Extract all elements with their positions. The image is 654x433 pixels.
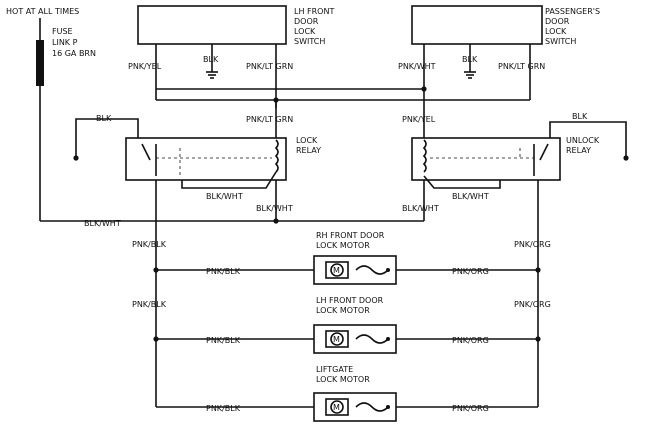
unlock-relay-coil-icon bbox=[422, 139, 427, 173]
motor-1-actuator-icon bbox=[355, 265, 389, 275]
blk-wht-feed-label: BLK/WHT bbox=[84, 219, 121, 228]
feed-splice-lock bbox=[273, 218, 279, 224]
motor-2-left-label: PNK/BLK bbox=[206, 336, 241, 345]
motor-2-symbol: M bbox=[333, 335, 340, 344]
motor-2-box bbox=[313, 324, 397, 354]
lock-relay-input-label: PNK/LT GRN bbox=[246, 115, 293, 124]
fuse-link bbox=[36, 40, 44, 86]
lh-front-door-lock-motor: LH FRONT DOOR LOCK MOTOR PNK/BLK PNK/ORG… bbox=[153, 296, 541, 354]
splice-dot-lower bbox=[273, 97, 279, 103]
lock-relay-gnd-wire bbox=[75, 118, 139, 156]
motor-3-motor-icon: M bbox=[325, 398, 349, 416]
lock-relay-box bbox=[125, 137, 287, 181]
unlock-relay-input-label: PNK/YEL bbox=[402, 115, 436, 124]
hot-at-all-times-label: HOT AT ALL TIMES bbox=[6, 7, 79, 16]
lock-relay-inner-label: BLK/WHT bbox=[206, 192, 243, 201]
fuse-label: FUSE bbox=[52, 27, 73, 36]
lock-relay-inner-wire bbox=[181, 171, 277, 189]
motor-3-title-2: LOCK MOTOR bbox=[316, 375, 370, 384]
pass-switch-gnd-label: BLK bbox=[462, 55, 478, 64]
liftgate-lock-motor: LIFTGATE LOCK MOTOR PNK/BLK PNK/ORG M bbox=[156, 365, 538, 422]
motor-1-motor-icon: M bbox=[325, 261, 349, 279]
pass-switch-title-3: LOCK bbox=[545, 27, 567, 36]
unlock-relay-gnd-wire bbox=[549, 121, 627, 156]
lh-switch-title-3: LOCK bbox=[294, 27, 316, 36]
motor-2-motor-icon: M bbox=[325, 330, 349, 348]
passenger-door-lock-switch-box bbox=[411, 5, 543, 45]
motor-3-actuator-icon bbox=[355, 402, 389, 412]
right-bus-label-1: PNK/ORG bbox=[514, 240, 551, 249]
motor-1-title-2: LOCK MOTOR bbox=[316, 241, 370, 250]
lh-switch-wire-grn-label: PNK/LT GRN bbox=[246, 62, 293, 71]
lh-switch-title-4: SWITCH bbox=[294, 37, 325, 46]
motor-2-title-1: LH FRONT DOOR bbox=[316, 296, 384, 305]
motor-3-right-label: PNK/ORG bbox=[452, 404, 489, 413]
rh-front-door-lock-motor: RH FRONT DOOR LOCK MOTOR PNK/BLK PNK/ORG… bbox=[153, 231, 541, 285]
pass-switch-title-2: DOOR bbox=[545, 17, 570, 26]
pass-switch-wire-grn-label: PNK/LT GRN bbox=[498, 62, 545, 71]
motor-2-actuator-icon bbox=[355, 334, 389, 344]
unlock-relay-box bbox=[411, 137, 561, 181]
pass-switch-title-1: PASSENGER'S bbox=[545, 7, 600, 16]
pass-switch-wire-wht-label: PNK/WHT bbox=[398, 62, 436, 71]
motor-1-actuator-dot bbox=[386, 268, 390, 272]
motor-3-box bbox=[313, 392, 397, 422]
motor-1-right-splice bbox=[535, 267, 541, 273]
unlock-relay-title-1: UNLOCK bbox=[566, 136, 600, 145]
motor-2-right-label: PNK/ORG bbox=[452, 336, 489, 345]
lock-relay-gnd-terminal bbox=[73, 155, 79, 161]
motor-2-right-splice bbox=[535, 336, 541, 342]
pass-switch-ground-icon bbox=[464, 71, 476, 79]
unlock-relay-gnd-label: BLK bbox=[572, 112, 588, 121]
motor-1-title-1: RH FRONT DOOR bbox=[316, 231, 385, 240]
motor-3-title-1: LIFTGATE bbox=[316, 365, 353, 374]
unlock-relay-out-label: BLK/WHT bbox=[402, 204, 439, 213]
motor-3-symbol: M bbox=[333, 403, 340, 412]
lh-switch-wire-yel-label: PNK/YEL bbox=[128, 62, 162, 71]
motor-1-box bbox=[313, 255, 397, 285]
fuse-gauge-label: 16 GA BRN bbox=[52, 49, 96, 58]
motor-3-actuator-dot bbox=[386, 405, 390, 409]
left-bus-label-2: PNK/BLK bbox=[132, 300, 167, 309]
pass-switch-title-4: SWITCH bbox=[545, 37, 576, 46]
motor-1-left-splice bbox=[153, 267, 159, 273]
lock-relay-title-1: LOCK bbox=[296, 136, 318, 145]
motor-3-left-label: PNK/BLK bbox=[206, 404, 241, 413]
motor-2-left-splice bbox=[153, 336, 159, 342]
motor-1-left-label: PNK/BLK bbox=[206, 267, 241, 276]
unlock-relay-gnd-terminal bbox=[623, 155, 629, 161]
motor-2-title-2: LOCK MOTOR bbox=[316, 306, 370, 315]
lh-switch-gnd-label: BLK bbox=[203, 55, 219, 64]
unlock-relay-contact-icon bbox=[533, 143, 549, 176]
lh-switch-ground-icon bbox=[206, 71, 218, 79]
motor-2-actuator-dot bbox=[386, 337, 390, 341]
fuse-link-label: LINK P bbox=[52, 38, 78, 47]
unlock-relay-inner-wire bbox=[423, 175, 501, 189]
lh-door-lock-switch-box bbox=[137, 5, 287, 45]
unlock-relay-inner-label: BLK/WHT bbox=[452, 192, 489, 201]
motor-1-right-label: PNK/ORG bbox=[452, 267, 489, 276]
lock-relay-out-label: BLK/WHT bbox=[256, 204, 293, 213]
lock-relay-title-2: RELAY bbox=[296, 146, 321, 155]
lh-switch-title-2: DOOR bbox=[294, 17, 319, 26]
unlock-relay-title-2: RELAY bbox=[566, 146, 591, 155]
lock-relay-coil-icon bbox=[274, 139, 279, 173]
splice-dot-upper bbox=[421, 86, 427, 92]
lh-switch-title-1: LH FRONT bbox=[294, 7, 334, 16]
right-bus-label-2: PNK/ORG bbox=[514, 300, 551, 309]
lock-relay-contact-icon bbox=[141, 143, 157, 176]
motor-1-symbol: M bbox=[333, 266, 340, 275]
left-bus-label-1: PNK/BLK bbox=[132, 240, 167, 249]
